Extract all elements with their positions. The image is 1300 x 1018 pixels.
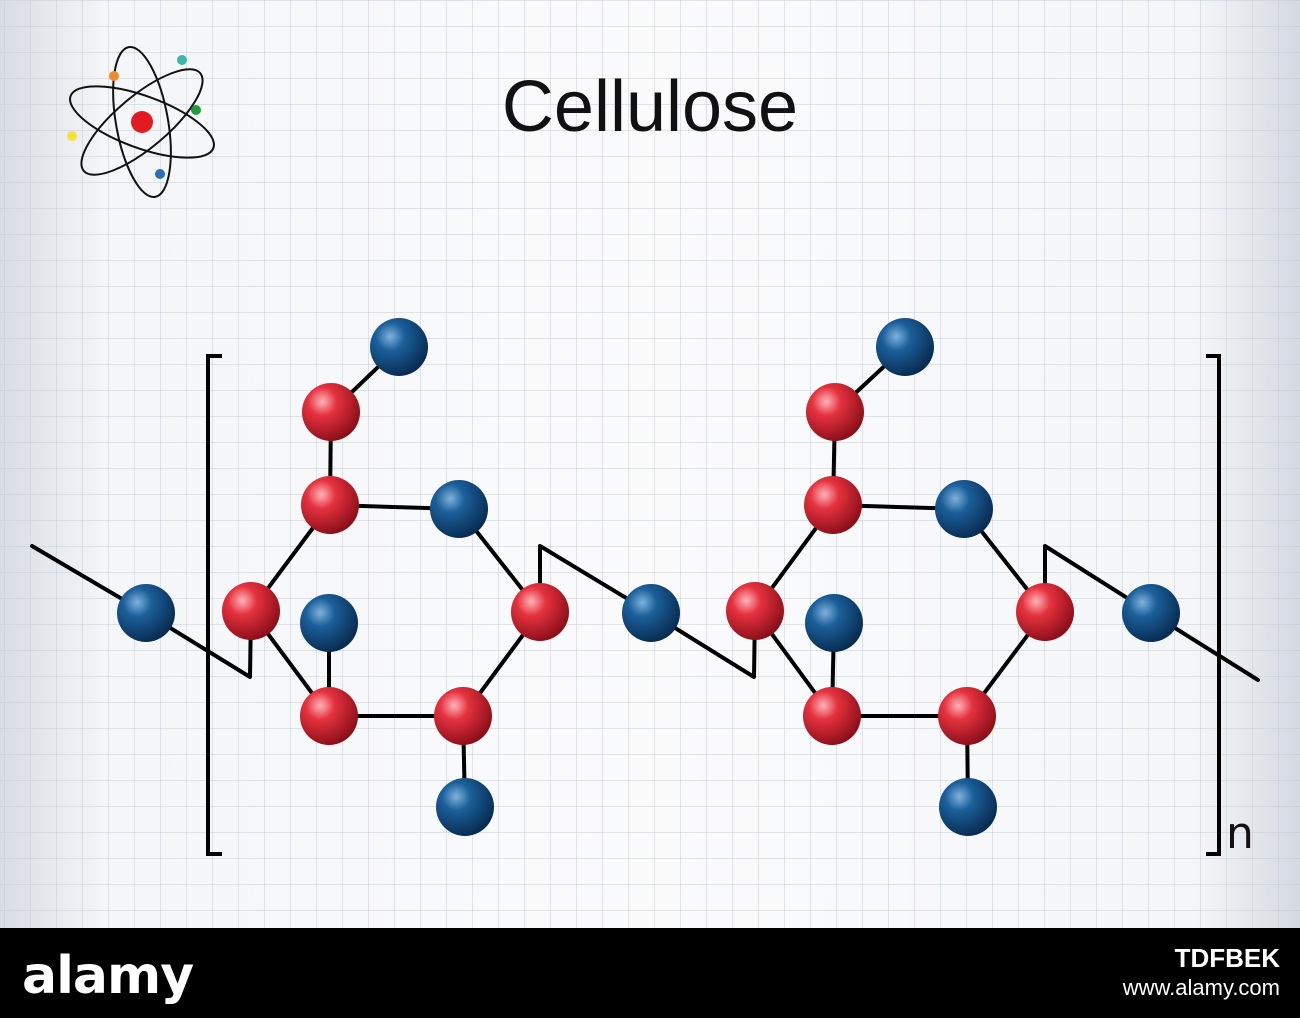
oxygen-atom — [370, 318, 428, 376]
oxygen-atom — [300, 594, 358, 652]
carbon-atom — [222, 582, 280, 640]
molecule-ring-1 — [117, 318, 569, 836]
oxygen-atom — [436, 778, 494, 836]
carbon-atom — [300, 687, 358, 745]
watermark-footer: alamy TDFBEK www.alamy.com — [0, 928, 1300, 1018]
oxygen-atom — [939, 778, 997, 836]
oxygen-atom — [430, 480, 488, 538]
carbon-atom — [434, 687, 492, 745]
carbon-atom — [1016, 583, 1074, 641]
molecule-ring-2 — [622, 318, 1180, 836]
carbon-atom — [938, 687, 996, 745]
grid-paper — [0, 0, 1300, 928]
carbon-atom — [302, 383, 360, 441]
page-title: Cellulose — [501, 67, 799, 147]
carbon-atom — [301, 476, 359, 534]
oxygen-atom — [117, 584, 175, 642]
watermark-ids: TDFBEK www.alamy.com — [1123, 942, 1280, 1002]
carbon-atom — [511, 583, 569, 641]
oxygen-atom — [622, 584, 680, 642]
oxygen-atom — [876, 318, 934, 376]
image-id: TDFBEK — [1174, 943, 1280, 973]
right-bracket — [1206, 354, 1221, 856]
atom-icon — [67, 46, 215, 198]
oxygen-atom — [1122, 584, 1180, 642]
carbon-atom — [803, 687, 861, 745]
oxygen-atom — [805, 594, 863, 652]
repeat-subscript: n — [1226, 808, 1254, 859]
carbon-atom — [806, 383, 864, 441]
carbon-atom — [726, 582, 784, 640]
watermark-logo: alamy — [22, 946, 194, 1006]
oxygen-atom — [935, 480, 993, 538]
carbon-atom — [804, 476, 862, 534]
site-url: www.alamy.com — [1122, 975, 1280, 1000]
left-bracket — [206, 354, 222, 856]
